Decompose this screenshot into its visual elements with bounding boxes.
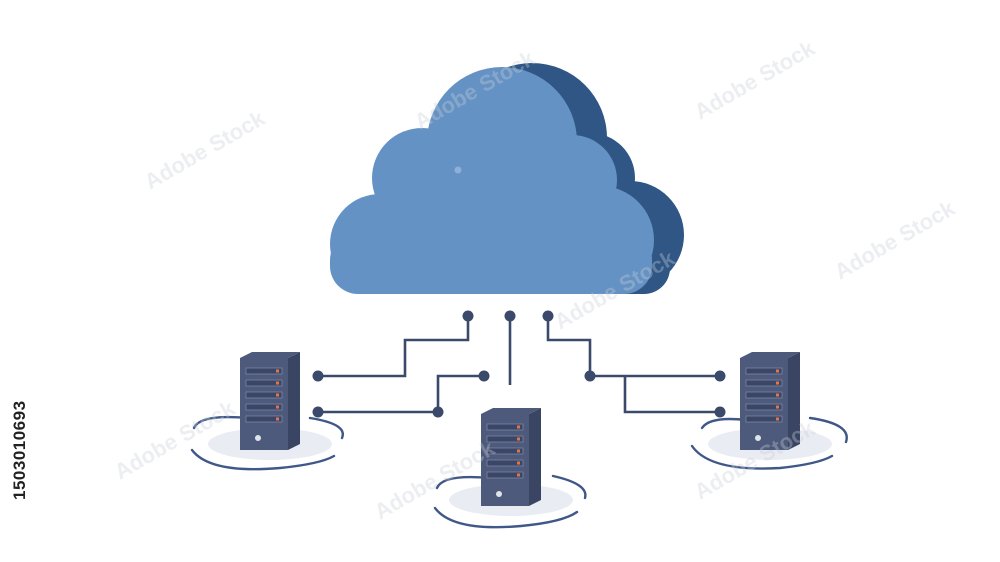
node-dot — [432, 406, 444, 418]
cloud-icon — [330, 63, 684, 294]
node-dot — [714, 370, 726, 382]
server-right-icon — [690, 352, 848, 470]
watermark-text: Adobe Stock — [690, 35, 820, 124]
node-dot — [542, 310, 554, 322]
network-connectors — [318, 316, 720, 414]
node-dot — [312, 370, 324, 382]
connector-right-lower — [623, 376, 720, 414]
cloud-highlight — [454, 166, 462, 174]
cloud-front — [330, 67, 654, 294]
connector-nodes — [312, 310, 726, 418]
connector-right-upper — [546, 316, 720, 378]
watermark-text: Adobe Stock — [830, 195, 960, 284]
server-center-icon — [433, 408, 587, 529]
node-dot — [504, 310, 516, 322]
node-dot — [584, 370, 596, 382]
node-dot — [312, 406, 324, 418]
connector-left-lower — [318, 374, 484, 414]
server-left-icon — [190, 352, 344, 471]
node-dot — [462, 310, 474, 322]
watermark-text: Adobe Stock — [140, 105, 270, 194]
connector-left-upper — [318, 316, 470, 378]
node-dot — [714, 406, 726, 418]
stock-id-label: 1503010693 — [10, 400, 29, 500]
node-dot — [478, 370, 490, 382]
